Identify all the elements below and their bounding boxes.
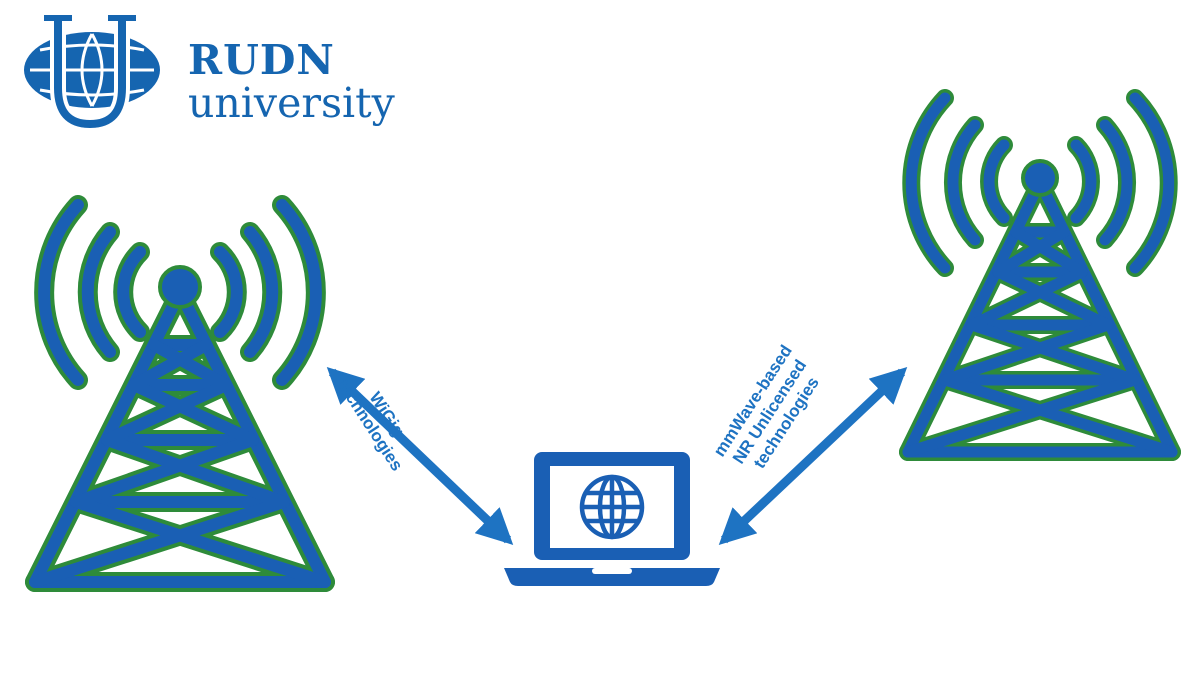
brand-subtitle: university [188, 79, 395, 127]
brand-wordmark: RUDN university [188, 40, 395, 124]
wigig-link-arrow [326, 367, 514, 545]
rudn-logo-icon [24, 15, 160, 133]
left-cell-tower-icon [25, 195, 335, 592]
right-cell-tower-icon [899, 89, 1181, 461]
nr-unlicensed-link-arrow [718, 367, 908, 545]
globe-icon [579, 474, 645, 540]
brand-name: RUDN [188, 36, 335, 84]
